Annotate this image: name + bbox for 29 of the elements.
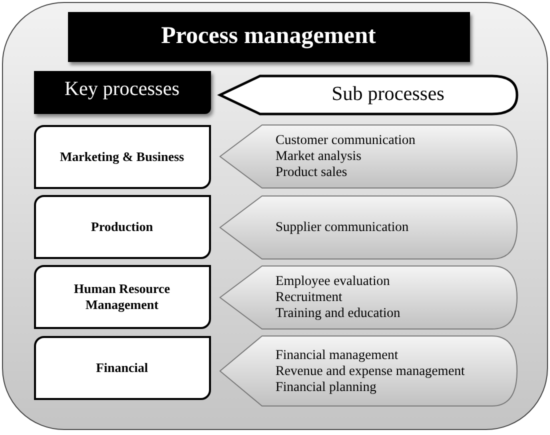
process-box (34, 264, 210, 328)
sub-process-item: Market analysis (276, 148, 362, 164)
process-box (34, 194, 210, 258)
arrow-shape (220, 124, 516, 188)
sub-process-item: Employee evaluation (276, 273, 391, 289)
sub-process-item: Financial planning (276, 378, 378, 394)
process-name: Marketing & Business (60, 148, 184, 164)
process-name: Financial (96, 360, 148, 376)
process-box (34, 336, 210, 400)
header-label: Key processes (64, 78, 180, 100)
arrow-shape (220, 266, 516, 328)
process-box (34, 124, 210, 188)
header-box (34, 70, 210, 114)
arrow-shape (220, 336, 516, 406)
title-banner (68, 12, 470, 62)
header-arrow-shape (220, 76, 516, 114)
sub-process-item: Supplier communication (276, 219, 410, 235)
sub-process-item: Training and education (276, 305, 402, 321)
process-name: Human Resource Management (72, 280, 172, 312)
sub-process-item: Product sales (276, 164, 348, 180)
process-name: Production (91, 218, 153, 234)
header-label: Sub processes (332, 83, 444, 106)
title-text: Process management (161, 23, 376, 50)
sub-process-item: Revenue and expense management (276, 362, 466, 378)
sub-process-item: Recruitment (276, 289, 344, 305)
arrow-shape (220, 196, 516, 258)
sub-process-item: Financial management (276, 346, 400, 362)
panel-background (2, 2, 548, 430)
sub-process-item: Customer communication (276, 132, 416, 148)
